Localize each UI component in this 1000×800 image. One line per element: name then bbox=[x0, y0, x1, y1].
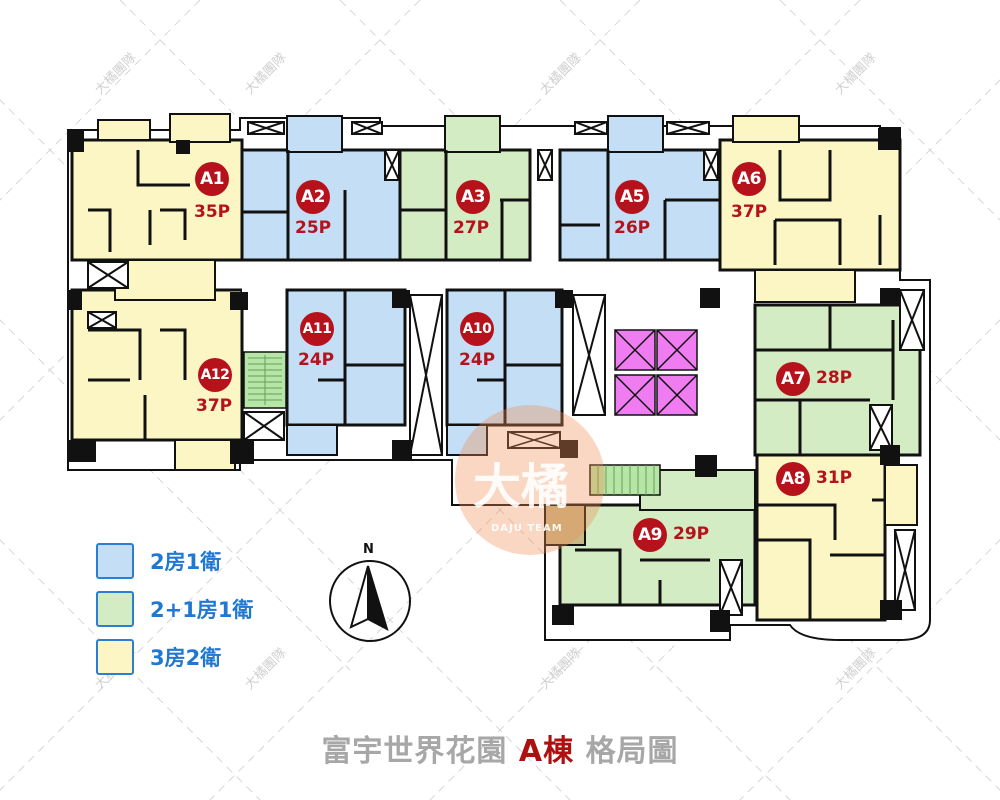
legend-swatch-yellow bbox=[96, 639, 134, 675]
legend-item-two-plus-one: 2+1房1衛 bbox=[96, 585, 253, 633]
unit-badge-A8[interactable]: A8 bbox=[776, 462, 810, 496]
title-prefix: 富宇世界花園 bbox=[321, 734, 508, 769]
unit-badge-A3[interactable]: A3 bbox=[456, 180, 490, 214]
unit-badge-A1[interactable]: A1 bbox=[195, 162, 229, 196]
unit-size-A5: 26P bbox=[614, 218, 651, 238]
legend-item-three-bed: 3房2衛 bbox=[96, 633, 253, 681]
unit-size-A8: 31P bbox=[816, 468, 853, 488]
unit-badge-A12[interactable]: A12 bbox=[198, 358, 232, 392]
stairwell-right bbox=[589, 464, 661, 496]
unit-size-A1: 35P bbox=[194, 202, 231, 222]
legend-label: 3房2衛 bbox=[150, 646, 222, 670]
daju-logo-watermark: 大橘 DAJU TEAM bbox=[455, 405, 605, 555]
unit-badge-A11[interactable]: A11 bbox=[300, 312, 334, 346]
title-building: A棟 bbox=[518, 734, 575, 769]
legend-swatch-blue bbox=[96, 543, 134, 579]
unit-size-A11: 24P bbox=[298, 350, 335, 370]
legend-item-two-bed: 2房1衛 bbox=[96, 537, 253, 585]
unit-A1-area[interactable] bbox=[70, 138, 244, 262]
unit-size-A7: 28P bbox=[816, 368, 853, 388]
elevator-bank bbox=[614, 329, 698, 416]
structural-columns bbox=[68, 128, 902, 632]
north-compass: N bbox=[325, 542, 415, 642]
unit-badge-A5[interactable]: A5 bbox=[615, 180, 649, 214]
legend-swatch-green bbox=[96, 591, 134, 627]
unit-size-A9: 29P bbox=[673, 524, 710, 544]
unit-badge-A7[interactable]: A7 bbox=[776, 362, 810, 396]
unit-size-A10: 24P bbox=[459, 350, 496, 370]
unit-badge-A9[interactable]: A9 bbox=[633, 518, 667, 552]
title-suffix: 格局圖 bbox=[585, 734, 679, 769]
legend-label: 2房1衛 bbox=[150, 550, 222, 574]
legend-label: 2+1房1衛 bbox=[150, 598, 254, 622]
logo-subtext: DAJU TEAM bbox=[491, 523, 563, 534]
unit-size-A3: 27P bbox=[453, 218, 490, 238]
unit-size-A2: 25P bbox=[295, 218, 332, 238]
legend: 2房1衛 2+1房1衛 3房2衛 bbox=[96, 537, 253, 681]
unit-badge-A2[interactable]: A2 bbox=[296, 180, 330, 214]
compass-north-label: N bbox=[363, 542, 374, 557]
unit-badge-A10[interactable]: A10 bbox=[460, 312, 494, 346]
unit-badge-A6[interactable]: A6 bbox=[732, 162, 766, 196]
compass-arrow-icon bbox=[329, 560, 411, 642]
page-title: 富宇世界花園 A棟 格局圖 bbox=[0, 726, 1000, 770]
unit-size-A12: 37P bbox=[196, 396, 233, 416]
logo-text: 大橘 bbox=[473, 459, 570, 515]
unit-size-A6: 37P bbox=[731, 202, 768, 222]
